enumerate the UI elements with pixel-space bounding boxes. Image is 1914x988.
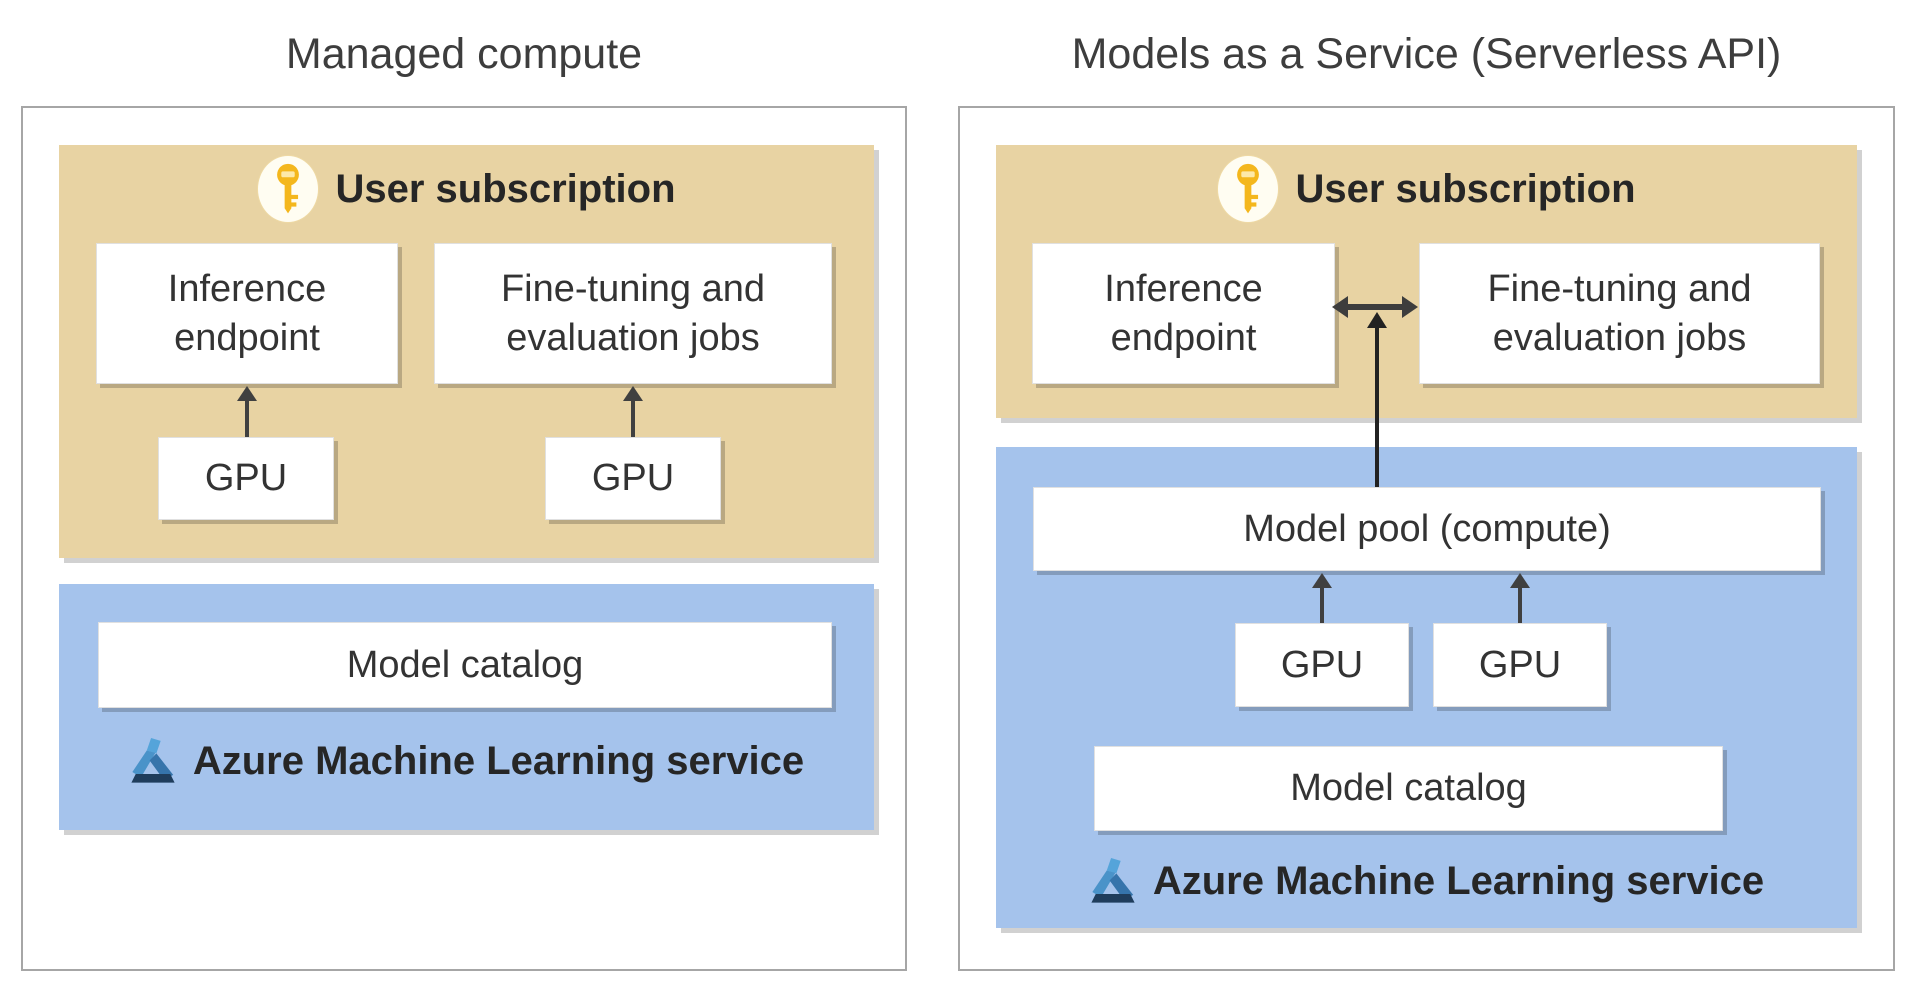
arrow-line	[631, 401, 635, 437]
arrow-line	[1518, 588, 1522, 623]
left-inference-endpoint-box: Inference endpoint	[96, 243, 398, 384]
left-gpu2-to-finetuning-arrow	[622, 386, 644, 437]
model-pool-connector-arrow-head-icon	[1367, 312, 1387, 328]
inference-finetuning-double-arrow	[1332, 296, 1418, 318]
arrow-head-right-icon	[1402, 296, 1418, 318]
arrow-line	[1345, 304, 1405, 310]
right-inference-endpoint-box: Inference endpoint	[1032, 243, 1335, 384]
right-column-title: Models as a Service (Serverless API)	[1071, 30, 1782, 78]
right-finetuning-box: Fine-tuning and evaluation jobs	[1419, 243, 1820, 384]
model-pool-connector-line	[1375, 326, 1379, 487]
right-model-pool-box: Model pool (compute)	[1033, 487, 1821, 571]
arrow-head-left-icon	[1332, 296, 1348, 318]
azure-ml-flask-icon	[1089, 852, 1137, 910]
azure-ml-flask-icon	[129, 732, 177, 790]
right-model-catalog-box: Model catalog	[1094, 746, 1723, 831]
arrow-head-up-icon	[237, 386, 257, 401]
arrow-head-up-icon	[623, 386, 643, 401]
arrow-head-up-icon	[1312, 573, 1332, 588]
left-user-subscription-header: User subscription	[59, 155, 874, 223]
arrow-line	[245, 401, 249, 437]
left-aml-service-label-row: Azure Machine Learning service	[59, 726, 874, 796]
left-column-title: Managed compute	[285, 30, 643, 78]
right-gpu-box-1: GPU	[1235, 623, 1409, 707]
left-finetuning-box: Fine-tuning and evaluation jobs	[434, 243, 832, 384]
key-icon	[257, 155, 320, 223]
left-gpu1-to-inference-arrow	[236, 386, 258, 437]
right-aml-service-label-row: Azure Machine Learning service	[996, 846, 1857, 916]
arrow-line	[1320, 588, 1324, 623]
left-gpu-box-1: GPU	[158, 437, 334, 520]
right-gpu1-to-model-pool-arrow	[1311, 573, 1333, 623]
left-user-subscription-label: User subscription	[335, 166, 676, 211]
left-aml-service-label: Azure Machine Learning service	[192, 738, 805, 783]
right-user-subscription-header: User subscription	[996, 155, 1857, 223]
left-model-catalog-box: Model catalog	[98, 622, 832, 708]
key-icon	[1217, 155, 1280, 223]
right-gpu-box-2: GPU	[1433, 623, 1607, 707]
arrow-head-up-icon	[1510, 573, 1530, 588]
right-aml-service-label: Azure Machine Learning service	[1152, 858, 1765, 903]
left-gpu-box-2: GPU	[545, 437, 721, 520]
right-user-subscription-label: User subscription	[1295, 166, 1636, 211]
right-gpu2-to-model-pool-arrow	[1509, 573, 1531, 623]
